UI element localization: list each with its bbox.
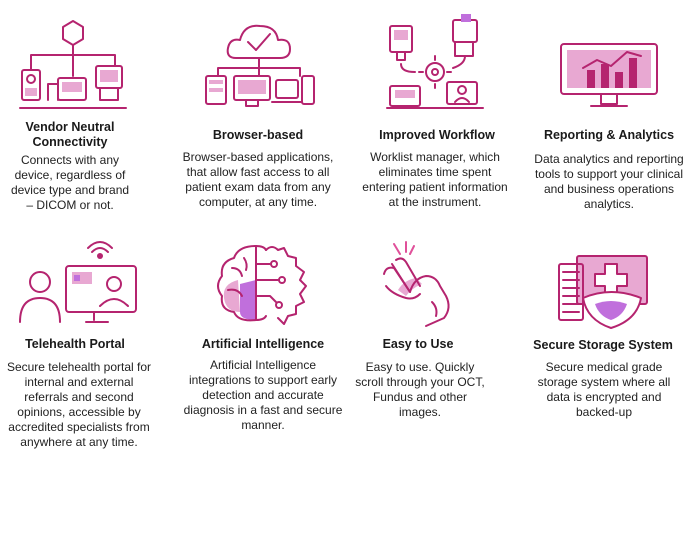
hand-scroll-icon: [376, 238, 476, 328]
feature-title: Secure Storage System: [533, 338, 673, 352]
feature-description: Browser-based applications, that allow f…: [182, 150, 334, 209]
feature-description: Easy to use. Quickly scroll through your…: [355, 360, 485, 419]
feature-description: Data analytics and reporting tools to su…: [534, 152, 684, 211]
feature-description: Secure telehealth portal for internal an…: [6, 360, 152, 449]
feature-title: Browser-based: [212, 128, 304, 142]
workflow-gear-icon: [385, 12, 485, 112]
feature-title: Artificial Intelligence: [201, 337, 325, 351]
feature-title: Reporting & Analytics: [543, 128, 675, 142]
feature-description: Secure medical grade storage system wher…: [537, 360, 671, 419]
analytics-monitor-icon: [557, 40, 661, 112]
feature-description: Connects with any device, regardless of …: [10, 153, 130, 212]
network-devices-icon: [18, 18, 128, 113]
cloud-devices-icon: [200, 18, 318, 113]
feature-description: Artificial Intelligence integrations to …: [183, 358, 343, 432]
feature-title: Improved Workflow: [379, 128, 495, 142]
feature-title: Easy to Use: [382, 337, 454, 351]
telehealth-icon: [16, 240, 140, 326]
feature-title: Telehealth Portal: [25, 337, 125, 351]
feature-title: Vendor Neutral Connectivity: [25, 120, 115, 149]
feature-description: Worklist manager, which eliminates time …: [362, 150, 508, 209]
ai-brain-icon: [208, 240, 314, 326]
secure-storage-icon: [555, 250, 653, 330]
